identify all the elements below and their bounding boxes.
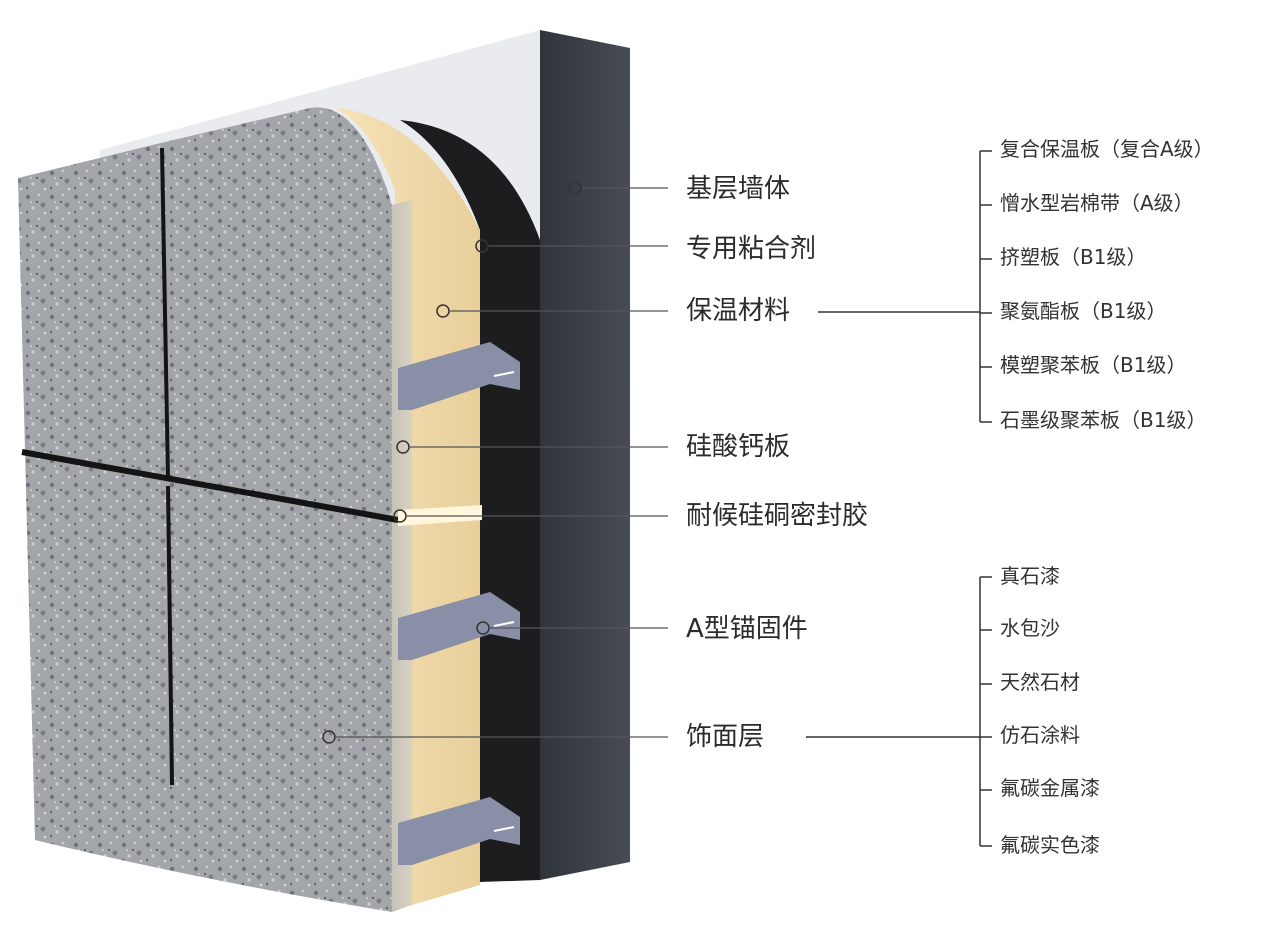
leader-adhesive-marker	[475, 239, 489, 253]
sealant-joint	[21, 449, 399, 523]
anchor-highlight	[493, 826, 515, 832]
leader-insulation-marker	[436, 304, 450, 318]
label-anchor: A型锚固件	[686, 614, 808, 644]
calcium-silicate-edge	[392, 200, 412, 912]
finish-option: 仿石涂料	[1000, 723, 1080, 747]
anchor-bracket	[398, 342, 520, 410]
finish-option: 水包沙	[1000, 616, 1060, 640]
finish-option: 氟碳金属漆	[1000, 776, 1100, 800]
leader-sealant-marker	[393, 509, 407, 523]
label-sealant: 耐候硅硐密封胶	[686, 501, 869, 531]
leader-finish-marker	[322, 730, 336, 744]
anchor-bracket	[398, 797, 520, 865]
insulation-option: 聚氨酯板（B1级）	[1000, 299, 1167, 323]
joint-vertical-top	[160, 147, 170, 479]
label-adhesive: 专用粘合剂	[686, 234, 817, 264]
anchor-highlight	[493, 621, 515, 627]
anchor-bracket	[398, 592, 520, 660]
leader-base-wall-marker	[568, 181, 582, 195]
base-wall-face	[540, 30, 630, 880]
anchor-highlight	[493, 371, 515, 377]
label-finish: 饰面层	[686, 722, 765, 752]
insulation-option: 石墨级聚苯板（B1级）	[1000, 408, 1207, 432]
insulation-option: 复合保温板（复合A级）	[1000, 137, 1214, 161]
insulation-option: 模塑聚苯板（B1级）	[1000, 353, 1187, 377]
joint-vertical-bottom	[166, 485, 174, 786]
finish-option: 天然石材	[1000, 670, 1080, 694]
finish-board-face	[18, 107, 392, 912]
leader-calcium-silicate-marker	[396, 440, 410, 454]
label-base-wall: 基层墙体	[686, 174, 791, 204]
insulation-option: 挤塑板（B1级）	[1000, 245, 1147, 269]
label-insulation: 保温材料	[686, 296, 791, 326]
label-calcium-silicate: 硅酸钙板	[686, 432, 791, 462]
leader-anchor-marker	[476, 621, 490, 635]
finish-option: 氟碳实色漆	[1000, 833, 1100, 857]
insulation-option: 憎水型岩棉带（A级）	[1000, 191, 1194, 215]
finish-option: 真石漆	[1000, 564, 1060, 588]
